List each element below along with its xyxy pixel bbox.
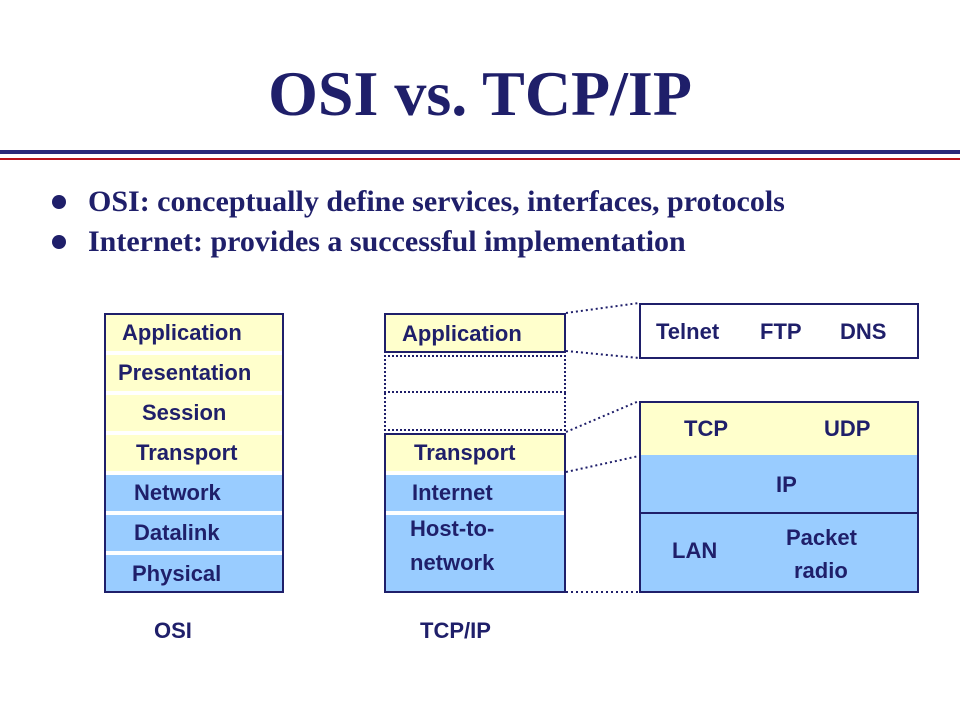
- bullet-text: Internet: provides a successful implemen…: [88, 225, 686, 258]
- osi-layer-application: [104, 313, 284, 353]
- bullet-item: Internet: provides a successful implemen…: [52, 222, 785, 262]
- tcpip-layer-internet: [384, 473, 566, 513]
- protocol-dns: DNS: [840, 319, 887, 344]
- layer-separator: [106, 511, 282, 515]
- connector-line: [565, 455, 640, 473]
- tcpip-layer-application: [384, 313, 566, 353]
- protocol-packet-radio-line1: Packet: [786, 525, 857, 550]
- page-title: OSI vs. TCP/IP: [268, 58, 692, 129]
- osi-label-network: Network: [134, 480, 221, 505]
- osi-label-presentation: Presentation: [118, 360, 252, 385]
- tcpip-layer-empty: [384, 355, 566, 393]
- layer-separator: [106, 431, 282, 435]
- transport-protocols-box: [639, 401, 919, 457]
- osi-label-application: Application: [122, 320, 242, 345]
- bullet-list: OSI: conceptually define services, inter…: [52, 182, 785, 262]
- link-protocols-box: [639, 512, 919, 593]
- tcpip-caption: TCP/IP: [420, 618, 491, 643]
- layer-separator: [106, 551, 282, 555]
- tcpip-layer-empty: [384, 393, 566, 431]
- osi-label-session: Session: [142, 400, 227, 425]
- bullet-dot-icon: [52, 195, 66, 209]
- layer-separator: [386, 511, 564, 515]
- osi-layer-network: [104, 473, 284, 513]
- title-rule-red: [0, 158, 960, 160]
- connector-line: [565, 350, 640, 359]
- protocol-packet-radio-line2: radio: [794, 558, 848, 583]
- protocol-telnet: Telnet: [656, 319, 720, 344]
- bullet-text: OSI: conceptually define services, inter…: [88, 185, 785, 218]
- tcpip-label-application: Application: [402, 321, 522, 346]
- osi-label-datalink: Datalink: [134, 520, 220, 545]
- osi-label-transport: Transport: [136, 440, 238, 465]
- tcpip-label-transport: Transport: [414, 440, 516, 465]
- tcpip-label-host-line2: network: [410, 550, 495, 575]
- application-protocols-box: [639, 303, 919, 359]
- protocol-ip: IP: [776, 472, 797, 497]
- tcpip-label-internet: Internet: [412, 480, 493, 505]
- bullet-item: OSI: conceptually define services, inter…: [52, 182, 785, 222]
- osi-layer-physical: [104, 553, 284, 593]
- protocol-udp: UDP: [824, 416, 871, 441]
- tcpip-label-host-line1: Host-to-: [410, 516, 495, 541]
- title-rule-blue: [0, 150, 960, 154]
- protocol-lan: LAN: [672, 538, 718, 563]
- layer-separator: [106, 471, 282, 475]
- layer-separator: [386, 471, 564, 475]
- protocol-tcp: TCP: [684, 416, 728, 441]
- osi-caption: OSI: [154, 618, 192, 643]
- bullet-dot-icon: [52, 235, 66, 249]
- connector-line: [565, 400, 640, 433]
- tcpip-layer-host-to-network: [384, 513, 566, 593]
- layer-separator: [106, 391, 282, 395]
- osi-label-physical: Physical: [132, 561, 222, 586]
- connector-line: [565, 302, 640, 314]
- layer-separator: [106, 351, 282, 355]
- protocol-ftp: FTP: [760, 319, 802, 344]
